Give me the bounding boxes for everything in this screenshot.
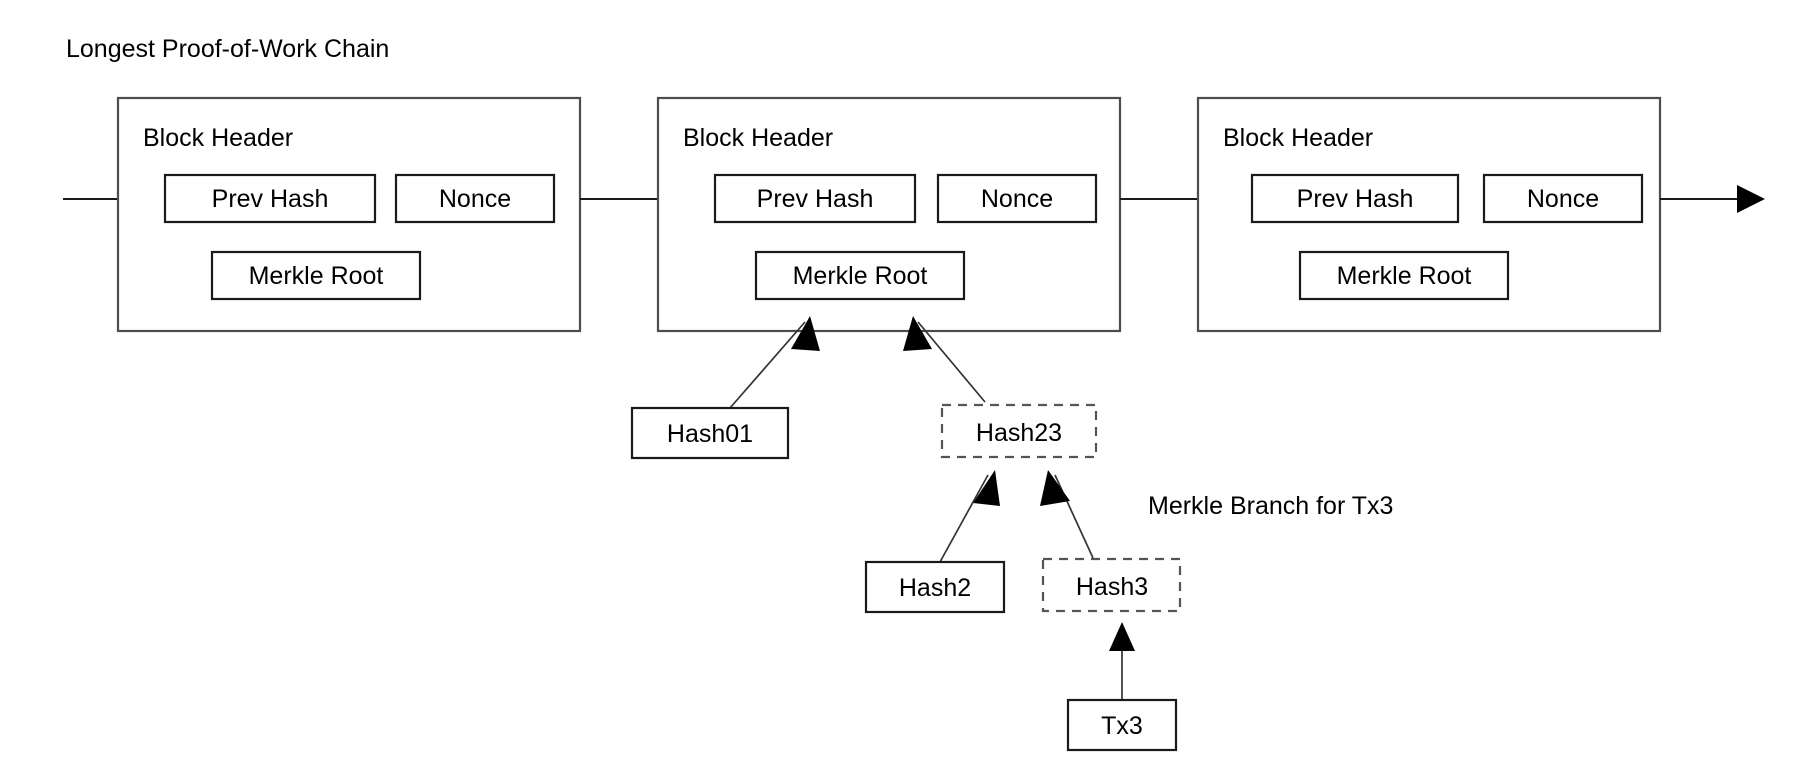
merkle-node-hash01[interactable]: Hash01 xyxy=(630,406,790,460)
merkle-edge-hash2-to-hash23 xyxy=(939,470,1000,563)
merkle-edge-tx3-to-hash3 xyxy=(1109,622,1135,700)
block-1-nonce-box[interactable] xyxy=(394,173,556,224)
arrow-head-icon xyxy=(1737,185,1765,213)
block-1[interactable]: Block Header Prev Hash Nonce Merkle Root xyxy=(116,96,582,333)
block-2-prev-hash-box[interactable] xyxy=(713,173,917,224)
block-2-header-label: Block Header xyxy=(683,124,833,152)
block-1-header-label: Block Header xyxy=(143,124,293,152)
block-2-prev-hash-label: Prev Hash xyxy=(757,185,874,213)
merkle-node-hash3[interactable]: Hash3 xyxy=(1041,557,1182,613)
block-3-merkle-root-box[interactable] xyxy=(1298,250,1510,301)
block-2-nonce-box[interactable] xyxy=(936,173,1098,224)
block-3-prev-hash-label: Prev Hash xyxy=(1297,185,1414,213)
tx3-box[interactable] xyxy=(1066,698,1178,752)
hash3-label: Hash3 xyxy=(1076,573,1148,601)
arrow-head-icon xyxy=(791,316,820,351)
merkle-node-tx3[interactable]: Tx3 xyxy=(1066,698,1178,752)
block-3[interactable]: Block Header Prev Hash Nonce Merkle Root xyxy=(1196,96,1662,333)
arrow-head-icon xyxy=(903,316,932,351)
block-3-prev-hash-box[interactable] xyxy=(1250,173,1460,224)
block-1-merkle-root-box[interactable] xyxy=(210,250,422,301)
block-2-merkle-root-box[interactable] xyxy=(754,250,966,301)
hash01-label: Hash01 xyxy=(667,420,753,448)
block-2[interactable]: Block Header Prev Hash Nonce Merkle Root xyxy=(656,96,1122,333)
hash3-box[interactable] xyxy=(1041,557,1182,613)
arrow-head-icon xyxy=(973,470,1000,506)
block-1-prev-hash-label: Prev Hash xyxy=(212,185,329,213)
block-1-nonce-label: Nonce xyxy=(439,185,511,213)
merkle-node-hash2[interactable]: Hash2 xyxy=(864,560,1006,614)
block-3-header-label: Block Header xyxy=(1223,124,1373,152)
hash01-box[interactable] xyxy=(630,406,790,460)
merkle-edge-hash01-to-root xyxy=(729,316,820,409)
block-3-nonce-label: Nonce xyxy=(1527,185,1599,213)
arrow-head-icon xyxy=(1040,470,1070,506)
block-3-merkle-root-label: Merkle Root xyxy=(1337,262,1472,290)
tx3-label: Tx3 xyxy=(1101,712,1143,740)
chain-connector-outgoing xyxy=(1660,185,1765,213)
merkle-node-hash23[interactable]: Hash23 xyxy=(940,403,1098,459)
block-2-nonce-label: Nonce xyxy=(981,185,1053,213)
block-1-merkle-root-label: Merkle Root xyxy=(249,262,384,290)
hash2-box[interactable] xyxy=(864,560,1006,614)
hash23-box[interactable] xyxy=(940,403,1098,459)
block-2-merkle-root-label: Merkle Root xyxy=(793,262,928,290)
merkle-edge-hash3-to-hash23 xyxy=(1040,470,1094,559)
block-1-prev-hash-box[interactable] xyxy=(163,173,377,224)
arrow-head-icon xyxy=(1109,622,1135,651)
hash2-label: Hash2 xyxy=(899,574,971,602)
page-title: Longest Proof-of-Work Chain xyxy=(66,35,389,63)
merkle-edge-hash23-to-root xyxy=(903,316,986,403)
block-3-nonce-box[interactable] xyxy=(1482,173,1644,224)
hash23-label: Hash23 xyxy=(976,419,1062,447)
merkle-branch-caption: Merkle Branch for Tx3 xyxy=(1148,492,1393,520)
